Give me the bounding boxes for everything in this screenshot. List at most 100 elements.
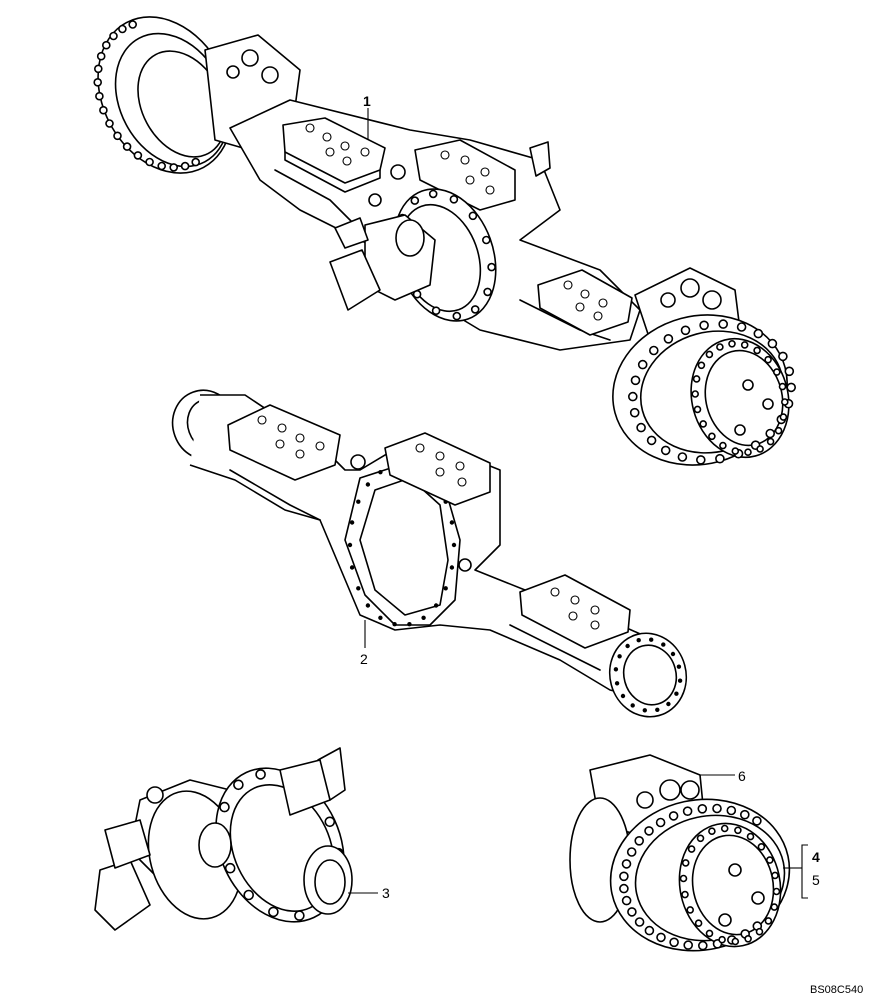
right-mounting-pad [537, 269, 633, 336]
bolt [468, 211, 478, 221]
bolt [705, 929, 714, 938]
callout-2-label: 2 [360, 651, 368, 667]
bolt [224, 862, 236, 874]
bolt [102, 40, 111, 50]
bolt [697, 361, 706, 370]
bolt [708, 432, 716, 441]
bolt [774, 426, 783, 435]
bolt [169, 163, 178, 172]
axle-right-hub [612, 267, 797, 466]
bolt [764, 355, 772, 364]
bolt [708, 827, 716, 836]
callout-2: 2 [360, 620, 368, 667]
bolt [693, 405, 702, 414]
bolt [744, 934, 752, 943]
bolt [634, 835, 645, 846]
bolt [728, 339, 736, 348]
bolt [692, 375, 701, 383]
bolt [780, 398, 789, 406]
bolt [294, 910, 305, 921]
bolt [696, 834, 705, 843]
bolt [636, 638, 641, 643]
bolt [660, 445, 671, 456]
bolt [449, 520, 455, 525]
bolt [449, 195, 459, 204]
bolt [451, 542, 457, 548]
bolt [765, 856, 774, 864]
bolt [766, 437, 775, 446]
bolt [634, 917, 645, 927]
bolt [620, 693, 626, 699]
drawing-code: BS08C540 [810, 984, 863, 996]
bolt [630, 703, 635, 708]
bolt [734, 826, 742, 835]
bolt [771, 871, 779, 880]
bolt [621, 859, 632, 869]
bolt [180, 161, 190, 171]
bolt [105, 119, 114, 128]
bolt [772, 887, 781, 896]
bolt [670, 651, 676, 657]
bolt [644, 826, 654, 836]
bolt [614, 681, 620, 686]
bolt [778, 382, 787, 391]
wheel-hub-assembly[interactable] [569, 754, 804, 967]
bolt [668, 811, 679, 821]
bolt [449, 565, 455, 570]
bolt [712, 803, 722, 814]
complete-axle-assembly[interactable] [72, 0, 804, 484]
callout-1: 1 [363, 93, 371, 140]
callout-6-label: 6 [738, 768, 746, 784]
center-mounting-pad [414, 139, 516, 211]
bolt [705, 350, 714, 359]
bolt [128, 20, 137, 29]
bolt [233, 779, 244, 791]
bolt [666, 701, 671, 707]
bolt [627, 391, 638, 402]
bolt [669, 937, 679, 948]
bolt [679, 874, 688, 883]
bolt [268, 906, 279, 918]
bolt [99, 105, 108, 115]
bolt [109, 31, 118, 41]
bolt [731, 937, 740, 946]
bolt [378, 470, 383, 475]
axle-housing[interactable] [163, 381, 696, 725]
bolt [681, 859, 690, 867]
bolt [626, 847, 637, 857]
bolt [347, 542, 353, 548]
bolt [784, 366, 795, 377]
bolt [677, 678, 683, 683]
bolt [191, 157, 200, 167]
bolt [778, 351, 788, 362]
bolt [324, 816, 336, 828]
bolt [392, 622, 397, 627]
bolt [736, 322, 747, 332]
differential-assembly[interactable] [94, 747, 368, 943]
bolt [752, 816, 762, 826]
bolt [349, 565, 355, 570]
bolt [756, 445, 764, 453]
callout-4-5-bracket: 4 5 [783, 844, 820, 899]
callout-4-label: 4 [812, 849, 820, 865]
bolt [487, 262, 496, 272]
bolt [770, 903, 779, 911]
bolt [731, 447, 740, 455]
bolt [656, 932, 666, 943]
bolt [428, 189, 438, 199]
bolt [613, 667, 619, 672]
bolt [753, 346, 761, 355]
bolt [378, 615, 383, 620]
callout-5-label: 5 [812, 872, 820, 888]
bolt [627, 907, 637, 917]
bolt [630, 375, 641, 386]
bolt [219, 801, 230, 813]
bolt [617, 654, 622, 659]
bolt [443, 586, 448, 591]
bolt [157, 161, 166, 171]
bolt [118, 24, 127, 34]
bolt [697, 940, 708, 951]
bolt [644, 925, 655, 936]
bolt [695, 455, 706, 465]
bolt [772, 368, 781, 376]
